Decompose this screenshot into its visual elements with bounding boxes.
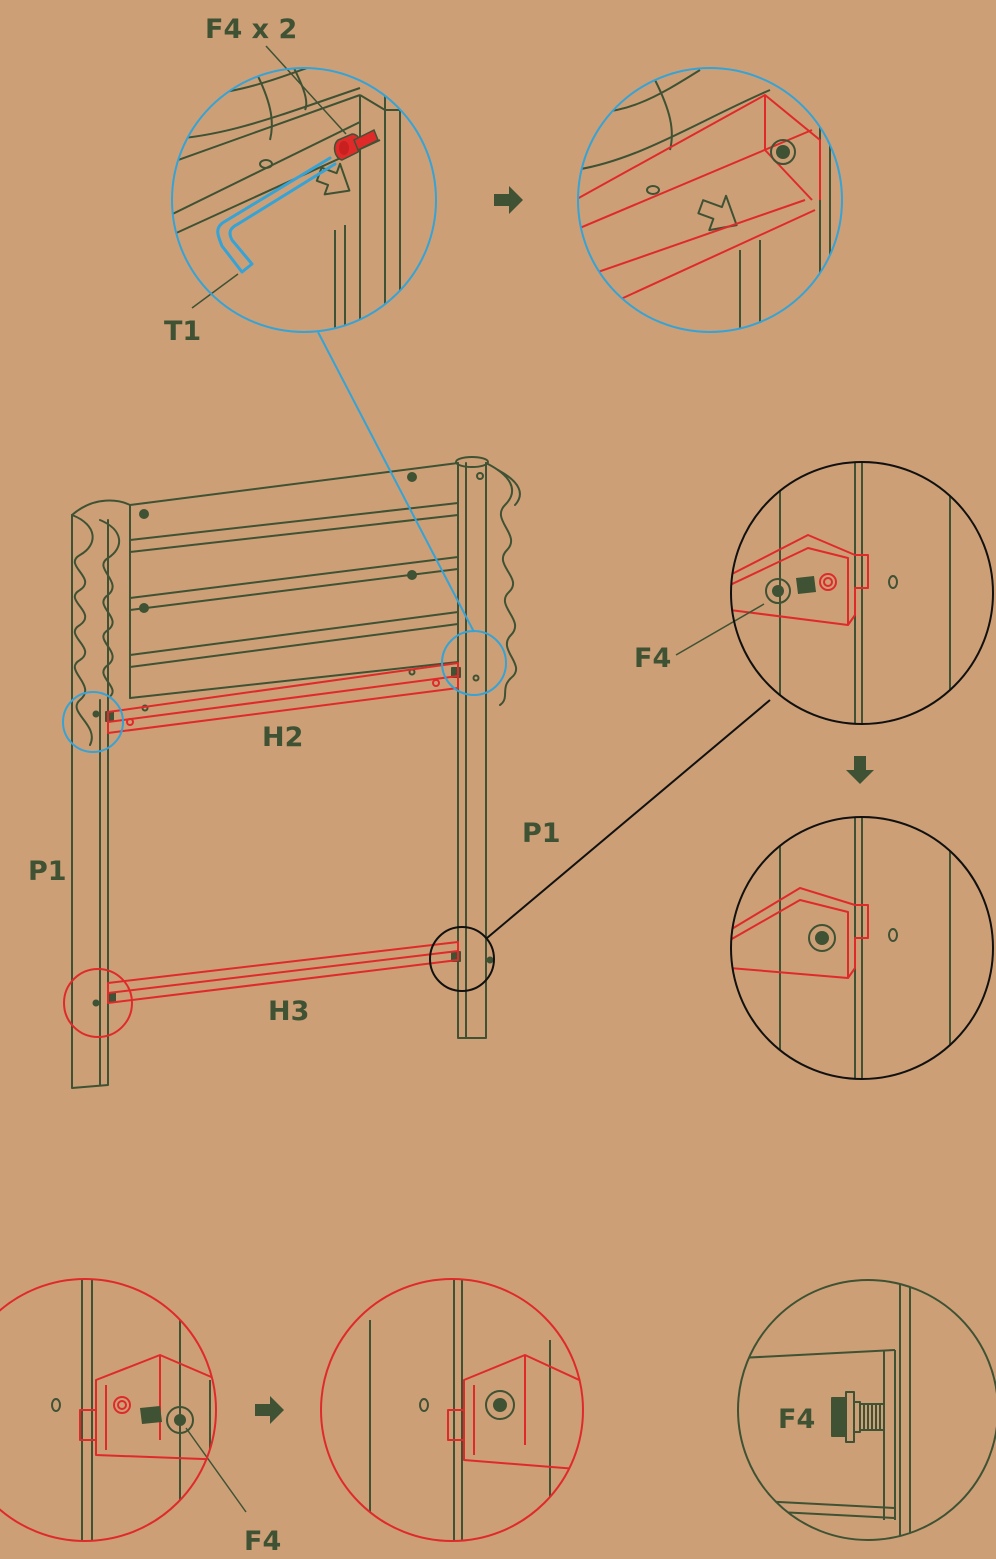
arrow-down-icon <box>846 756 874 784</box>
rail-h2 <box>107 662 459 734</box>
label-f4-side: F4 <box>778 1404 815 1435</box>
label-f4-right: F4 <box>634 643 671 674</box>
label-t1: T1 <box>164 316 201 347</box>
bolt-icon <box>333 128 379 161</box>
right-post <box>455 456 489 1039</box>
label-h2: H2 <box>262 722 303 753</box>
label-f4-bottom: F4 <box>244 1526 281 1557</box>
arrow-right-icon <box>494 186 523 214</box>
detail-bottom-left-before <box>0 1278 247 1542</box>
label-p1-right: P1 <box>522 818 561 849</box>
main-assembly <box>71 456 521 1089</box>
detail-top-left <box>171 45 437 333</box>
detail-bottom-right-side <box>737 1279 996 1541</box>
callout-ring-left-top <box>62 691 124 753</box>
detail-right-before <box>675 461 994 725</box>
label-p1-left: P1 <box>28 856 67 887</box>
arrow-right-icon <box>255 1396 284 1424</box>
label-f4x2: F4 x 2 <box>205 14 297 45</box>
rail-h3 <box>107 941 459 1004</box>
detail-right-after <box>730 816 994 1080</box>
hex-key-icon <box>216 156 337 274</box>
callout-ring-right-bottom <box>429 926 495 992</box>
detail-bottom-middle-after <box>320 1278 584 1542</box>
arrow-stamp <box>315 162 351 196</box>
callout-ring-left-bottom <box>63 968 133 1038</box>
label-h3: H3 <box>268 996 309 1027</box>
corrugated-panel <box>71 462 521 746</box>
callout-leader-blue <box>317 331 475 633</box>
detail-top-right <box>577 67 843 333</box>
bolt-icon-loose <box>765 576 816 604</box>
callout-leader-black <box>486 699 771 939</box>
bolt-head-fastened <box>770 139 796 165</box>
left-post <box>71 514 109 1089</box>
